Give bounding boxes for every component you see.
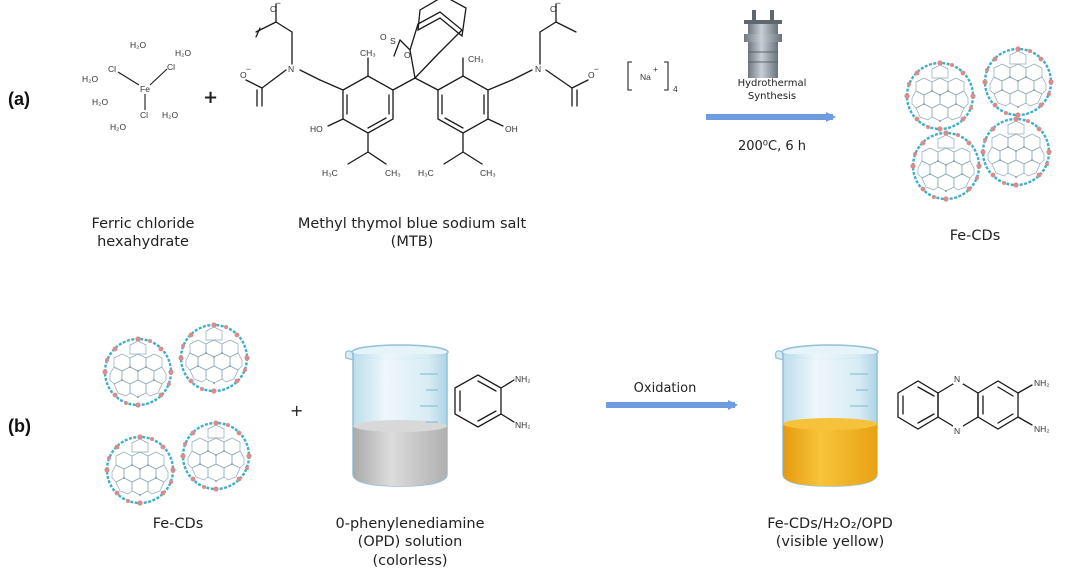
mtb-o-s2: O [404, 50, 411, 60]
mtb-minus-1: − [276, 0, 281, 8]
cl-atom-2: Cl [167, 62, 175, 72]
mtb-o-2: O [240, 70, 247, 80]
water-4: H₂O [92, 97, 108, 107]
product-caption-line2: (visible yellow) [776, 534, 885, 550]
mtb-minus-4: − [594, 64, 599, 74]
mtb-oh-right: OH [505, 124, 518, 134]
arrow-b-label: Oxidation [634, 381, 697, 396]
mtb-o-s1: O [380, 32, 387, 42]
arrow-a-label-line2: Synthesis [748, 91, 796, 102]
panel-a-label: (a) [8, 89, 30, 109]
product-caption-line1: Fe-CDs/H₂O₂/OPD [767, 516, 893, 532]
fecl3-caption-line2: hexahydrate [97, 234, 189, 250]
fe-cds-cluster-b [101, 321, 253, 507]
cl-atom-1: Cl [108, 64, 116, 74]
beaker-colorless [344, 344, 449, 487]
autoclave-icon [744, 10, 782, 78]
opd-caption-line3: (colorless) [372, 553, 447, 569]
water-2: H₂O [175, 48, 191, 58]
mtb-minus-3: − [556, 0, 561, 8]
opd-caption-line1: 0-phenylenediamine [336, 516, 485, 532]
arrow-a-condition: 200⁰C, 6 h [738, 139, 806, 154]
mtb-na: Na [640, 72, 651, 82]
mtb-n-left: N [288, 64, 294, 74]
water-3: H₂O [82, 74, 98, 84]
mtb-o-4: O [588, 70, 595, 80]
mtb-h3c-right: H₃C [418, 168, 434, 178]
arrow-a-label-line1: Hydrothermal [738, 78, 807, 89]
cl-atom-3: Cl [140, 110, 148, 120]
opd-structure: NH₂ NH₂ [454, 374, 531, 430]
mtb-ch3-right-2: CH₃ [480, 168, 496, 178]
plus-sign-a: + [203, 87, 218, 108]
mtb-o-1: O [270, 4, 277, 14]
phenazine-n-2: N [954, 426, 960, 436]
mtb-minus-2: − [246, 64, 251, 74]
mtb-na-charge: + [653, 64, 658, 74]
mtb-ch3-left-2: CH₃ [385, 168, 401, 178]
phenazine-nh2-1: NH₂ [1034, 378, 1050, 388]
diaminophenazine-structure: N N NH₂ NH₂ [897, 374, 1050, 436]
fecl3-caption-line1: Ferric chloride [92, 216, 195, 232]
water-1: H₂O [130, 40, 146, 50]
ferric-chloride-structure: H₂O H₂O H₂O H₂O H₂O H₂O Fe Cl Cl Cl [82, 40, 191, 132]
mtb-ch3-left: CH₃ [360, 48, 376, 58]
fe-cds-caption-a: Fe-CDs [950, 228, 1001, 244]
opd-caption-line2: (OPD) solution [358, 534, 463, 550]
water-5: H₂O [162, 110, 178, 120]
phenazine-n-1: N [954, 374, 960, 384]
opd-nh2-1: NH₂ [515, 374, 531, 384]
mtb-structure: N N O − O − O − O − HO OH CH₃ CH₃ H₃C CH… [240, 0, 678, 178]
mtb-n-right: N [535, 64, 541, 74]
mtb-s: S [390, 36, 396, 46]
opd-nh2-2: NH₂ [515, 420, 531, 430]
water-6: H₂O [110, 122, 126, 132]
beaker-yellow [774, 344, 879, 487]
mtb-ch3-right: CH₃ [468, 54, 484, 64]
plus-sign-b: + [290, 401, 303, 420]
mtb-oh-left: HO [310, 124, 323, 134]
phenazine-nh2-2: NH₂ [1034, 424, 1050, 434]
fe-atom: Fe [140, 84, 150, 94]
mtb-h3c-left: H₃C [322, 168, 338, 178]
mtb-caption-line2: (MTB) [391, 234, 434, 250]
fe-cds-cluster-a [903, 45, 1055, 203]
mtb-o-3: O [550, 4, 557, 14]
mtb-subscript: 4 [673, 84, 678, 94]
panel-b-label: (b) [8, 416, 31, 436]
fe-cds-caption-b: Fe-CDs [153, 516, 204, 532]
mtb-caption-line1: Methyl thymol blue sodium salt [298, 216, 527, 232]
